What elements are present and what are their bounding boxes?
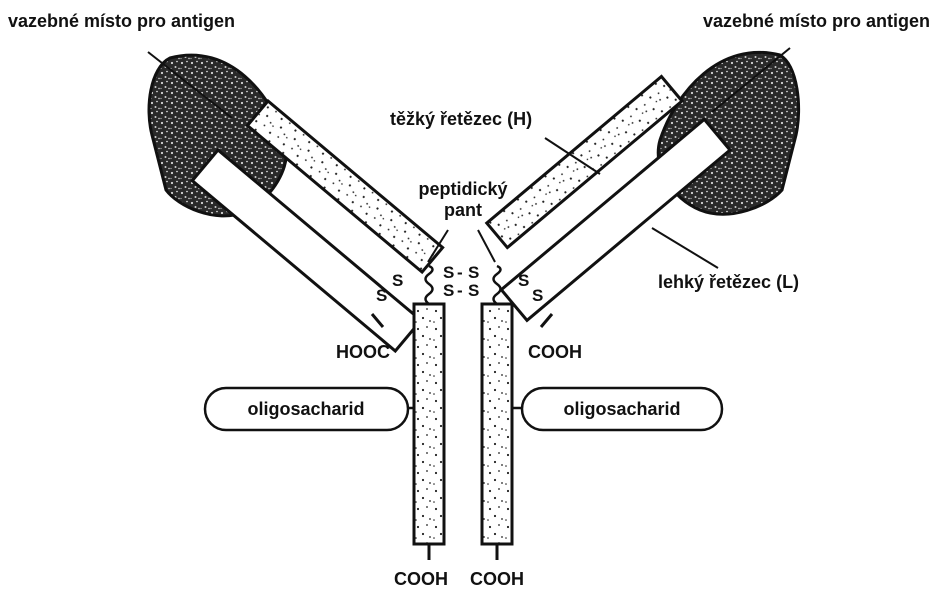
left-hl-bond-s2: S: [392, 271, 403, 290]
hinge-bond-s4: S: [468, 281, 479, 300]
right-light-terminal: [541, 314, 552, 327]
cooh-right-label: COOH: [528, 342, 582, 362]
left-light-chain: [192, 150, 421, 351]
left-arm: [149, 55, 443, 351]
light-chain-label: lehký řetězec (L): [658, 272, 799, 292]
oligosaccharide-right-group: oligosacharid: [512, 388, 722, 430]
leader-light-chain: [652, 228, 718, 268]
fc-stem: [414, 266, 512, 560]
hinge-label-line1: peptidický: [418, 179, 507, 199]
leader-hinge-right: [478, 230, 495, 262]
hinge-bond-s3: S: [443, 281, 454, 300]
hinge-bond-s2: S: [468, 263, 479, 282]
left-hl-bond-s1: S: [376, 286, 387, 305]
antigen-site-right-label: vazebné místo pro antigen: [703, 11, 930, 31]
hinge-bond-dash1: -: [457, 263, 463, 282]
cooh-bottom-right-label: COOH: [470, 569, 524, 589]
oligosaccharide-left-label: oligosacharid: [247, 399, 364, 419]
hinge-wiggle-right: [494, 266, 501, 304]
oligosaccharide-left-group: oligosacharid: [205, 388, 414, 430]
antigen-site-left-label: vazebné místo pro antigen: [8, 11, 235, 31]
oligosaccharide-right-label: oligosacharid: [563, 399, 680, 419]
hinge-bond-dash2: -: [457, 281, 463, 300]
hooc-left-label: HOOC: [336, 342, 390, 362]
hinge-bond-s1: S: [443, 263, 454, 282]
stem-heavy-chain-left: [414, 304, 444, 544]
right-hl-bond-s1: S: [518, 271, 529, 290]
heavy-chain-label: těžký řetězec (H): [390, 109, 532, 129]
hinge-wiggle-left: [426, 266, 433, 304]
hinge-label-line2: pant: [444, 200, 482, 220]
right-hl-bond-s2: S: [532, 286, 543, 305]
cooh-bottom-left-label: COOH: [394, 569, 448, 589]
stem-heavy-chain-right: [482, 304, 512, 544]
